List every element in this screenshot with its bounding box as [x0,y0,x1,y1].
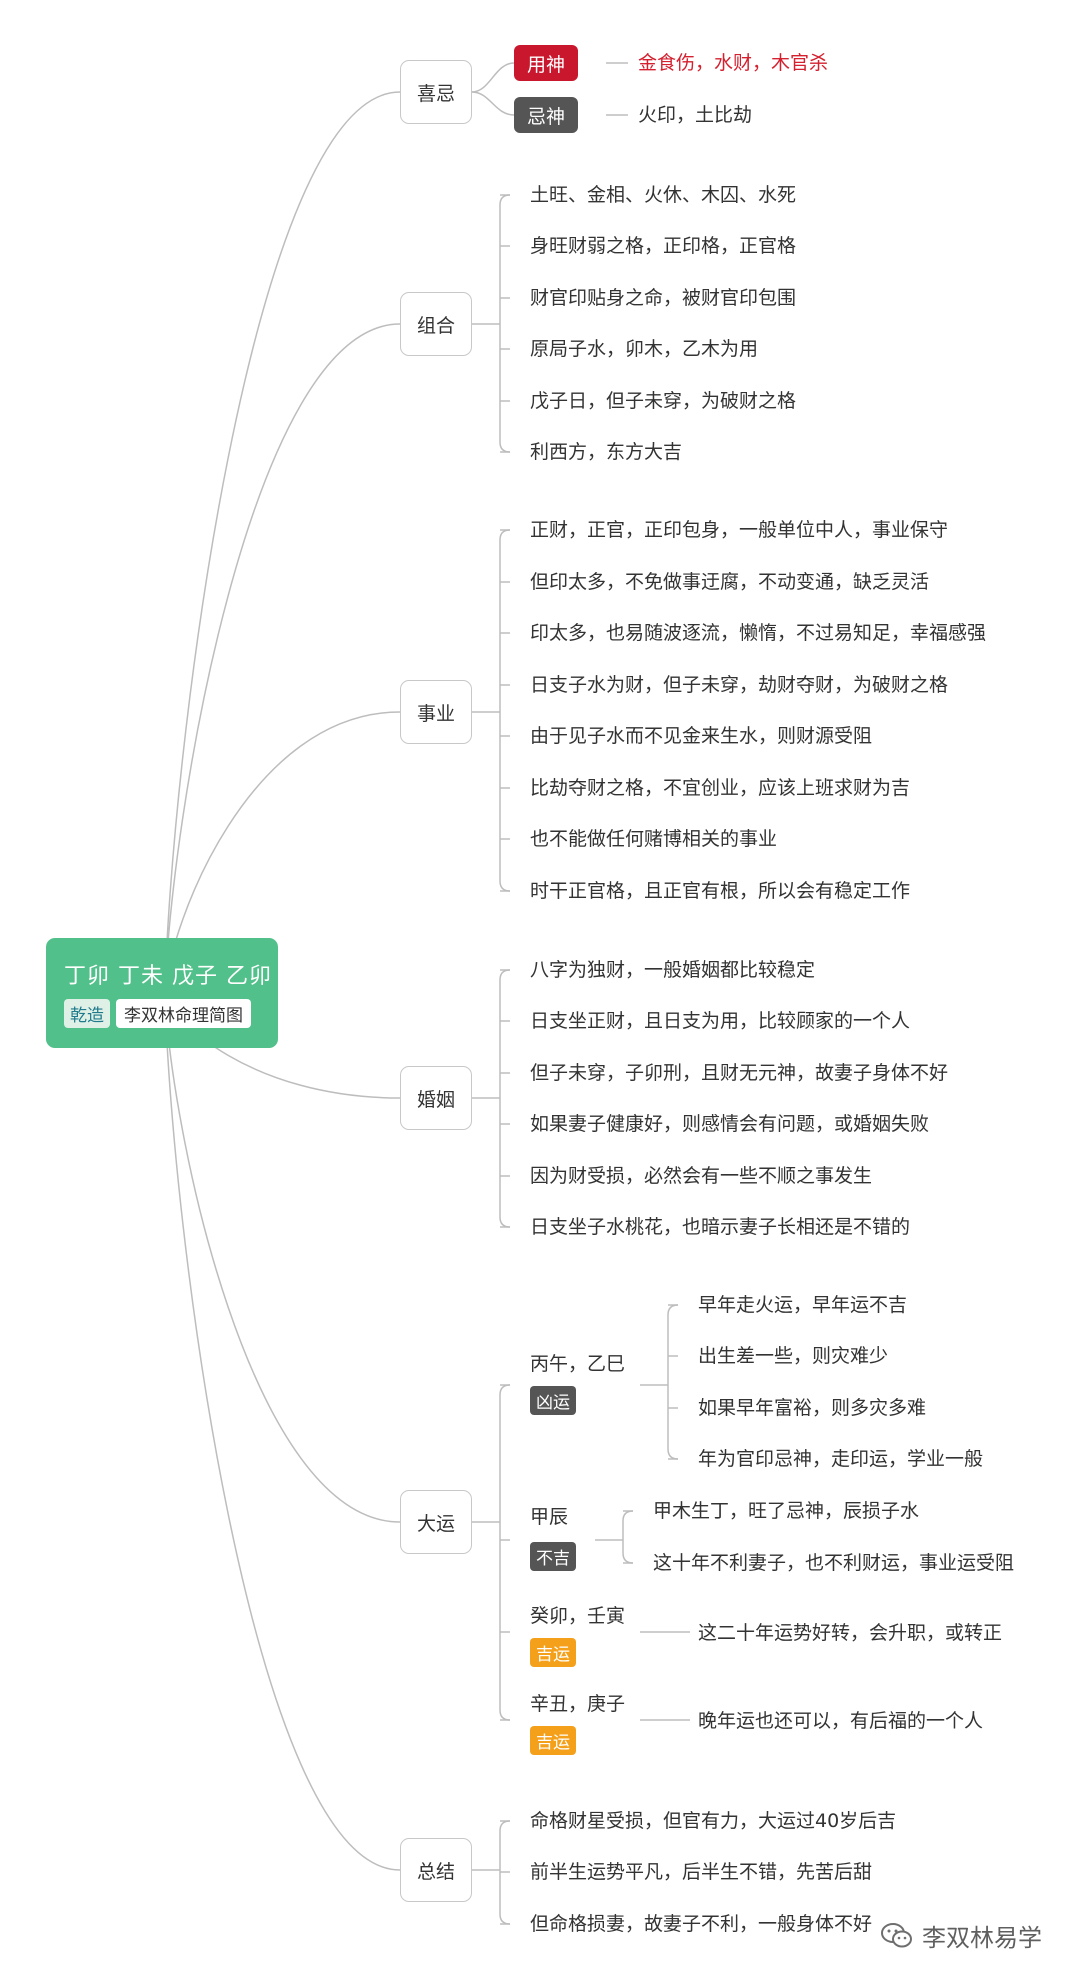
list-item: 比劫夺财之格，不宜创业，应该上班求财为吉 [530,777,911,799]
category-shiye[interactable]: 事业 [400,680,472,744]
list-item: 命格财星受损，但官有力，大运过40岁后吉 [530,1810,897,1832]
list-item: 如果妻子健康好，则感情会有问题，或婚姻失败 [530,1113,930,1135]
list-item: 也不能做任何赌博相关的事业 [530,828,778,850]
connector-line [667,1304,679,1460]
period-name: 丙午，乙巳 [530,1353,626,1375]
pill-label: 用神 [527,53,566,76]
list-item: 财官印贴身之命，被财官印包围 [530,287,797,309]
category-hunyin[interactable]: 婚姻 [400,1066,472,1130]
list-item: 日支坐正财，且日支为用，比较顾家的一个人 [530,1010,911,1032]
root-gender-tag: 乾造 [64,999,110,1028]
list-item: 但印太多，不免做事迂腐，不动变通，缺乏灵活 [530,571,930,593]
root-author-tag: 李双林命理简图 [116,999,251,1028]
pill-label: 忌神 [527,105,566,128]
period-name: 辛丑，庚子 [530,1693,626,1715]
useful-god-pill[interactable]: 用神 [514,45,579,81]
category-zuhe[interactable]: 组合 [400,292,472,356]
period-name: 癸卯，壬寅 [530,1605,626,1627]
list-item: 早年走火运，早年运不吉 [698,1294,908,1316]
list-item: 但子未穿，子卯刑，且财无元神，故妻子身体不好 [530,1062,949,1084]
category-label: 组合 [416,314,455,337]
category-label: 婚姻 [416,1088,455,1111]
list-item: 印太多，也易随波逐流，懒惰，不过易知足，幸福感强 [530,622,987,644]
root-node[interactable]: 丁卯 丁未 戊子 乙卯 乾造 李双林命理简图 [46,938,278,1048]
watermark: 李双林易学 [880,1918,1042,1953]
list-item: 土旺、金相、火休、木囚、水死 [530,184,797,206]
category-label: 喜忌 [416,82,455,105]
list-item: 由于见子水而不见金来生水，则财源受阻 [530,725,873,747]
root-title: 丁卯 丁未 戊子 乙卯 [64,964,272,989]
avoid-god-pill[interactable]: 忌神 [514,97,579,133]
list-item: 利西方，东方大吉 [530,441,683,463]
list-item: 戊子日，但子未穿，为破财之格 [530,390,797,412]
list-item: 晚年运也还可以，有后福的一个人 [698,1710,984,1732]
category-xiji[interactable]: 喜忌 [400,60,472,124]
list-item: 时干正官格，且正官有根，所以会有稳定工作 [530,880,911,902]
connector-line [164,992,401,1523]
list-item: 如果早年富裕，则多灾多难 [698,1397,927,1419]
list-item: 八字为独财，一般婚姻都比较稳定 [530,959,816,981]
wechat-icon [881,1922,912,1947]
category-label: 事业 [416,702,455,725]
period-name: 甲辰 [530,1506,569,1528]
list-item: 因为财受损，必然会有一些不顺之事发生 [530,1165,873,1187]
list-item: 甲木生丁，旺了忌神，辰损子水 [653,1500,920,1522]
list-item: 但命格损妻，故妻子不利，一般身体不好 [530,1913,873,1935]
avoid-god-text: 火印，土比劫 [638,104,753,126]
connector-line [499,1384,511,1721]
connector-line [164,91,401,994]
good-luck-tag[interactable]: 吉运 [530,1726,576,1755]
connector-line [164,992,401,1871]
connector-line [164,323,401,994]
list-item: 出生差一些，则灾难少 [698,1345,889,1367]
good-luck-tag[interactable]: 吉运 [530,1638,576,1667]
list-item: 身旺财弱之格，正印格，正官格 [530,235,797,257]
useful-god-text: 金食伤，水财，木官杀 [638,52,829,74]
connector-line [499,529,511,892]
list-item: 原局子水，卯木，乙木为用 [530,338,759,360]
bad-luck-tag[interactable]: 凶运 [530,1386,576,1415]
connector-line [471,62,515,93]
connector-line [471,91,515,116]
list-item: 日支坐子水桃花，也暗示妻子长相还是不错的 [530,1216,911,1238]
list-item: 年为官印忌神，走印运，学业一般 [698,1448,984,1470]
connector-line [499,969,511,1228]
list-item: 前半生运势平凡，后半生不错，先苦后甜 [530,1861,873,1883]
category-label: 大运 [416,1512,455,1535]
category-label: 总结 [416,1860,455,1883]
connector-line [499,194,511,453]
bad-luck-tag[interactable]: 不吉 [530,1542,576,1571]
watermark-text: 李双林易学 [922,1924,1042,1952]
list-item: 正财，正官，正印包身，一般单位中人，事业保守 [530,519,949,541]
category-dayun[interactable]: 大运 [400,1490,472,1554]
list-item: 这二十年运势好转，会升职，或转正 [698,1622,1003,1644]
list-item: 日支子水为财，但子未穿，劫财夺财，为破财之格 [530,674,949,696]
list-item: 这十年不利妻子，也不利财运，事业运受阻 [653,1552,1015,1574]
category-zongjie[interactable]: 总结 [400,1838,472,1902]
connector-line [622,1510,634,1564]
